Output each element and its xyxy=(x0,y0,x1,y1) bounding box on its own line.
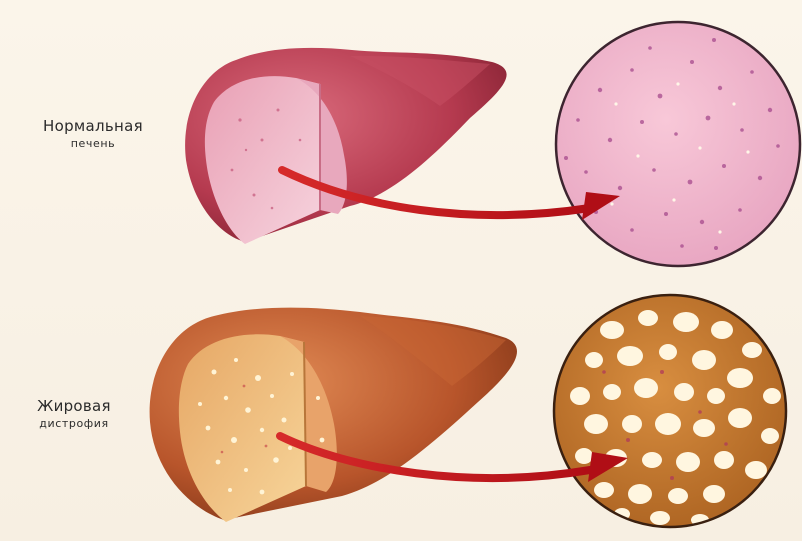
fatty-liver-icon xyxy=(150,308,517,522)
normal-liver-label-line1: Нормальная xyxy=(18,118,168,135)
fatty-tissue-circle-icon xyxy=(554,295,786,527)
normal-tissue-circle-icon xyxy=(556,22,800,266)
fatty-liver-label-line2: дистрофия xyxy=(14,415,134,432)
normal-liver-label-line2: печень xyxy=(18,135,168,152)
fatty-liver-label-line1: Жировая xyxy=(14,398,134,415)
normal-liver-label: Нормальная печень xyxy=(18,118,168,152)
fatty-liver-label: Жировая дистрофия xyxy=(14,398,134,432)
